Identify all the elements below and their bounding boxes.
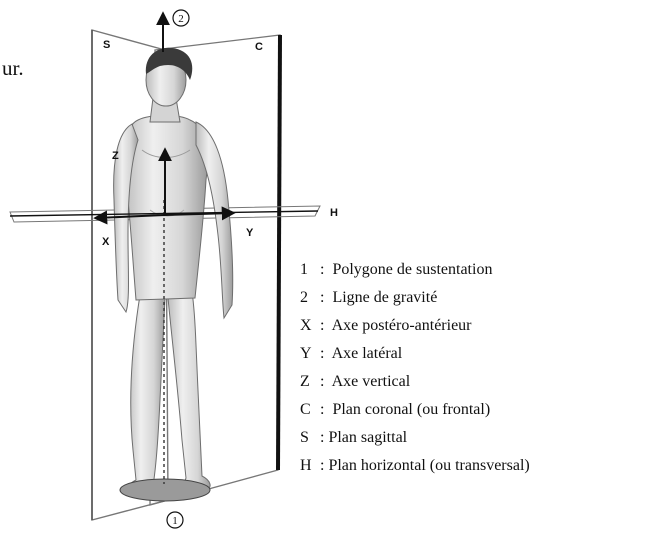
legend-text: Plan coronal (ou frontal) <box>332 401 490 418</box>
legend-item: Z : Axe vertical <box>300 368 530 396</box>
legend-separator: : <box>316 317 332 334</box>
label-s: S <box>103 39 110 51</box>
legend-separator: : <box>316 401 332 418</box>
marker-1-text: 1 <box>172 515 178 527</box>
label-h: H <box>330 207 338 219</box>
cut-off-text: ur. <box>2 56 24 81</box>
legend-item: S : Plan sagittal <box>300 424 530 452</box>
marker-1: 1 <box>167 512 183 528</box>
legend-key: 2 <box>300 284 316 312</box>
legend-separator: : <box>316 345 332 362</box>
human-figure <box>114 48 233 494</box>
legend-key: C <box>300 396 316 424</box>
label-c: C <box>255 41 263 53</box>
legend-separator: : <box>316 373 332 390</box>
legend-separator: : <box>316 289 332 306</box>
legend-key: X <box>300 312 316 340</box>
marker-2-text: 2 <box>178 13 184 25</box>
legend-key: Y <box>300 340 316 368</box>
legend-separator: : <box>316 457 328 474</box>
legend-text: Plan horizontal (ou transversal) <box>328 457 529 474</box>
legend-item: C : Plan coronal (ou frontal) <box>300 396 530 424</box>
label-x: X <box>102 236 110 248</box>
legend-text: Polygone de sustentation <box>332 261 492 278</box>
legend-text: Axe latéral <box>332 345 403 362</box>
legend-item: H : Plan horizontal (ou transversal) <box>300 452 530 480</box>
legend: 1 : Polygone de sustentation2 : Ligne de… <box>300 256 530 480</box>
legend-item: Y : Axe latéral <box>300 340 530 368</box>
legend-item: 1 : Polygone de sustentation <box>300 256 530 284</box>
support-polygon <box>120 479 210 501</box>
label-y: Y <box>246 227 254 239</box>
legend-text: Axe postéro-antérieur <box>332 317 472 334</box>
coronal-plane-right-edge <box>278 35 280 470</box>
legend-key: Z <box>300 368 316 396</box>
legend-key: H <box>300 452 316 480</box>
legend-item: X : Axe postéro-antérieur <box>300 312 530 340</box>
legend-separator: : <box>316 429 328 446</box>
legend-text: Axe vertical <box>332 373 411 390</box>
legend-key: S <box>300 424 316 452</box>
legend-key: 1 <box>300 256 316 284</box>
legend-text: Plan sagittal <box>328 429 407 446</box>
legend-item: 2 : Ligne de gravité <box>300 284 530 312</box>
legend-text: Ligne de gravité <box>332 289 437 306</box>
marker-2: 2 <box>173 10 189 26</box>
label-z: Z <box>112 150 119 162</box>
legend-separator: : <box>316 261 332 278</box>
